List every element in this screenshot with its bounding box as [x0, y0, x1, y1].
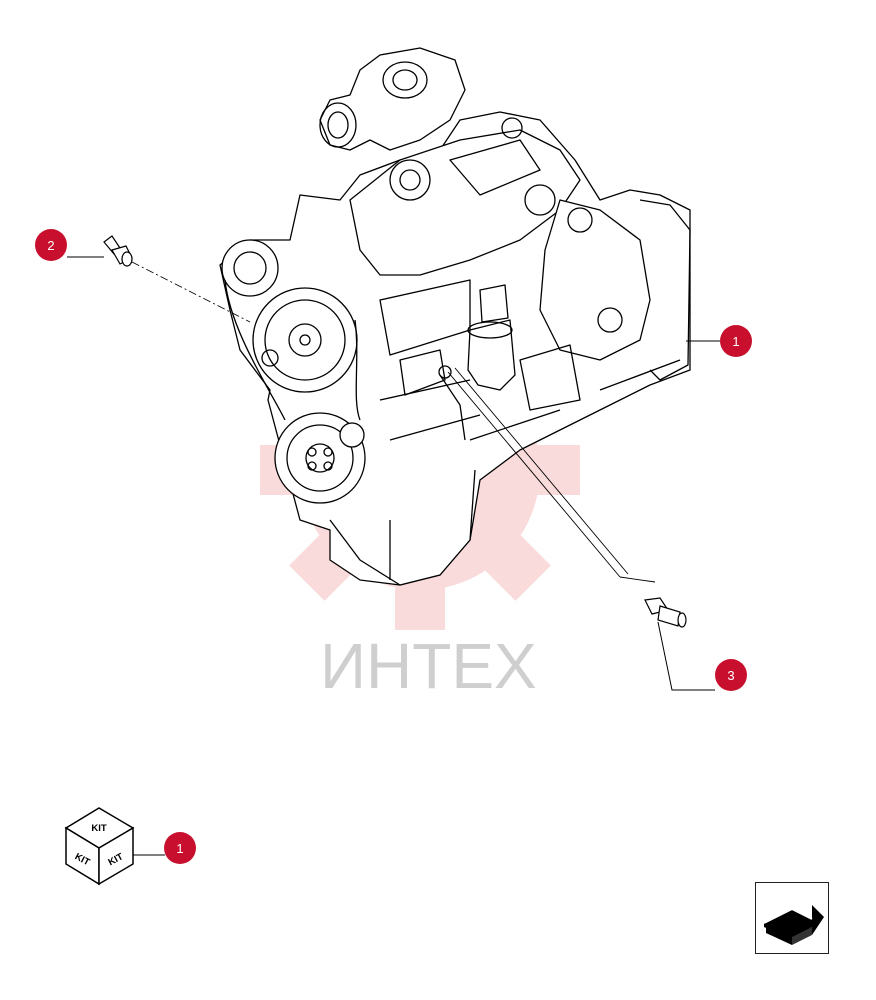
callout-fitting-number: 2: [47, 238, 54, 253]
callout-engine-number: 1: [732, 334, 739, 349]
elbow-fitting-part: [103, 235, 133, 267]
next-page-button[interactable]: [755, 882, 829, 954]
callout-kit-number: 1: [176, 841, 183, 856]
callout-sensor: 3: [715, 659, 747, 691]
callout-sensor-number: 3: [727, 668, 734, 683]
kit-top-label: KIT: [91, 823, 107, 834]
next-page-arrow-icon: [763, 905, 824, 945]
callout-engine: 1: [720, 325, 752, 357]
callout-fitting: 2: [35, 229, 67, 261]
fitting-leader-line: [131, 261, 251, 323]
sensor-part: [644, 597, 687, 628]
callout-kit: 1: [164, 832, 196, 864]
sensor-leader-lines: [447, 367, 656, 583]
callout-sensor-line: [657, 621, 715, 691]
engine-illustration: [219, 47, 691, 586]
kit-box-icon: KIT KIT KIT: [64, 807, 135, 886]
watermark-text: ИНТЕХ: [320, 630, 537, 702]
